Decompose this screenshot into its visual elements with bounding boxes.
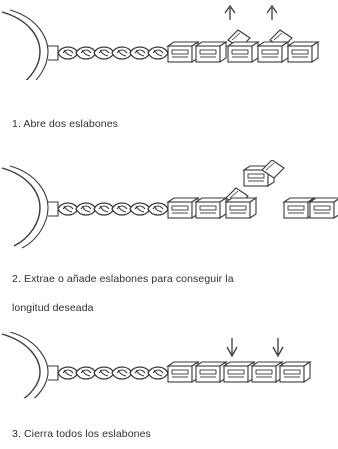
watch-case-icon: [1, 332, 59, 398]
step-2-illustration: [0, 160, 338, 260]
step-2-caption-line-2: longitud deseada: [12, 302, 94, 314]
arrow-up-icon: [224, 4, 236, 20]
loose-link-icon: [283, 197, 338, 219]
step-1-caption: 1. Abre dos eslabones: [12, 118, 119, 130]
opened-link-icon: [225, 187, 257, 219]
chain-link-icon: [57, 202, 169, 216]
arrow-down-icon: [226, 338, 238, 358]
clasp-link-icon: [167, 361, 311, 383]
watch-case-icon: [1, 9, 59, 80]
watch-case-icon: [1, 165, 59, 249]
step-1-illustration: [0, 0, 338, 80]
arrow-up-icon: [266, 4, 278, 20]
chain-link-icon: [57, 366, 169, 380]
clasp-link-icon: [167, 41, 227, 63]
step-3-illustration: [0, 332, 338, 398]
arrow-down-icon: [272, 338, 284, 358]
removed-link-icon: [243, 160, 285, 187]
step-2-caption-line-1: 2. Extrae o añade eslabones para consegu…: [12, 273, 234, 285]
step-3-caption: 3. Cierra todos los eslabones: [12, 428, 151, 440]
clasp-link-icon: [167, 197, 227, 219]
chain-link-icon: [57, 46, 169, 60]
opened-link-icon: [227, 29, 319, 63]
